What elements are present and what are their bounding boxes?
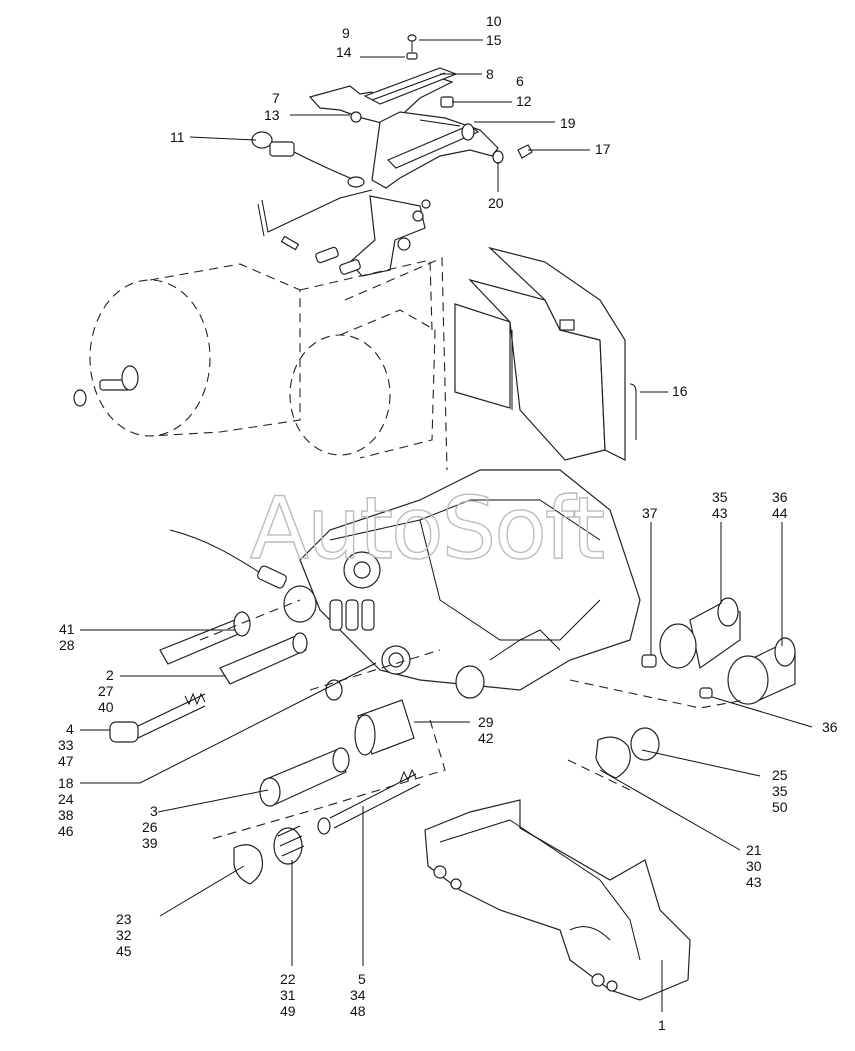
callout-22-31-49[interactable]: 22 31 49 (280, 971, 296, 1019)
callout-text: 11 (170, 129, 185, 145)
callout-9-14[interactable]: 9 14 (336, 25, 352, 60)
callout-text: 43 (746, 874, 762, 890)
callout-text: 8 (486, 66, 494, 82)
top-bolt (406, 34, 418, 60)
callout-text: 21 (746, 842, 762, 858)
callout-text: 34 (350, 987, 366, 1003)
callout-text: 7 (272, 90, 280, 106)
callout-text: 39 (142, 835, 158, 851)
callout-text: 20 (488, 195, 504, 211)
lever-bracket (280, 195, 431, 277)
callout-text: 13 (264, 107, 280, 123)
callout-text: 43 (712, 505, 728, 521)
illustration (73, 34, 796, 1001)
callout-text: 31 (280, 987, 296, 1003)
callout-text: 32 (116, 927, 132, 943)
callout-18-24-38-46[interactable]: 18 24 38 46 (58, 775, 74, 839)
callout-23-32-45[interactable]: 23 32 45 (116, 911, 132, 959)
callout-text: 2 (106, 667, 114, 683)
callout-text: 10 (486, 13, 502, 29)
callout-17[interactable]: 17 (595, 141, 611, 157)
callout-36-44[interactable]: 36 44 (772, 489, 788, 521)
callout-text: 12 (516, 93, 532, 109)
callout-41-28[interactable]: 41 28 (59, 621, 75, 653)
callout-text: 29 (478, 714, 494, 730)
leader-lines (80, 39, 813, 1012)
caliper-carrier (424, 799, 691, 1001)
callout-text: 46 (58, 823, 74, 839)
callout-text: 33 (58, 737, 74, 753)
callout-text: 45 (116, 943, 132, 959)
callout-text: 6 (516, 73, 524, 89)
motor-housings (73, 257, 448, 471)
callout-text: 30 (746, 858, 762, 874)
caliper-body (169, 469, 641, 699)
callout-text: 5 (358, 971, 366, 987)
callout-text: 35 (772, 783, 788, 799)
callout-text: 49 (280, 1003, 296, 1019)
callout-text: 27 (98, 683, 114, 699)
callout-text: 38 (58, 807, 74, 823)
callout-8[interactable]: 8 (486, 66, 494, 82)
callout-4-33-47[interactable]: 4 33 47 (58, 721, 74, 769)
watermark: AutoSoft (250, 479, 604, 579)
callout-2-27-40[interactable]: 2 27 40 (98, 667, 114, 715)
callout-37[interactable]: 37 (642, 505, 658, 521)
callout-text: 36 (772, 489, 788, 505)
callout-19[interactable]: 19 (560, 115, 576, 131)
callout-text: 50 (772, 799, 788, 815)
callout-7-13[interactable]: 7 13 (264, 90, 280, 123)
callout-35-43[interactable]: 35 43 (712, 489, 728, 521)
callout-text: 48 (350, 1003, 366, 1019)
callout-text: 35 (712, 489, 728, 505)
callout-text: 44 (772, 505, 788, 521)
callout-text: 40 (98, 699, 114, 715)
callout-text: 15 (486, 32, 502, 48)
callout-text: 17 (595, 141, 611, 157)
brake-pad (454, 246, 637, 461)
callout-text: 18 (58, 775, 74, 791)
callout-text: 19 (560, 115, 576, 131)
callout-text: 47 (58, 753, 74, 769)
callout-text: 37 (642, 505, 658, 521)
callout-text: 36 (822, 719, 838, 735)
callout-labels: 10 15 9 14 8 6 12 7 13 19 11 17 20 (58, 13, 838, 1033)
callout-text: 28 (59, 637, 75, 653)
callout-text: 3 (150, 803, 158, 819)
callout-text: 25 (772, 767, 788, 783)
linkage-plate (308, 67, 533, 189)
callout-text: 26 (142, 819, 158, 835)
callout-25-35-50[interactable]: 25 35 50 (772, 767, 788, 815)
callout-text: 22 (280, 971, 296, 987)
callout-3-26-39[interactable]: 3 26 39 (142, 803, 158, 851)
screws-springs (233, 727, 660, 885)
callout-36[interactable]: 36 (822, 719, 838, 735)
callout-20[interactable]: 20 (488, 195, 504, 211)
callout-11[interactable]: 11 (170, 129, 185, 145)
callout-5-34-48[interactable]: 5 34 48 (350, 971, 366, 1019)
callout-16[interactable]: 16 (672, 383, 688, 399)
callout-text: 14 (336, 44, 352, 60)
callout-6[interactable]: 6 (516, 73, 524, 89)
callout-text: 41 (59, 621, 75, 637)
callout-text: 9 (342, 25, 350, 41)
pistons (207, 699, 446, 841)
callout-1[interactable]: 1 (658, 1017, 666, 1033)
callout-text: 16 (672, 383, 688, 399)
bellows-parts (569, 597, 796, 709)
callout-text: 23 (116, 911, 132, 927)
callout-text: 1 (658, 1017, 666, 1033)
callout-10-15[interactable]: 10 15 (486, 13, 502, 48)
callout-text: 42 (478, 730, 494, 746)
callout-text: 24 (58, 791, 74, 807)
callout-29-42[interactable]: 29 42 (478, 714, 494, 746)
callout-21-30-43[interactable]: 21 30 43 (746, 842, 762, 890)
callout-12[interactable]: 12 (516, 93, 532, 109)
adjuster-cable (251, 131, 373, 237)
callout-text: 4 (66, 721, 74, 737)
